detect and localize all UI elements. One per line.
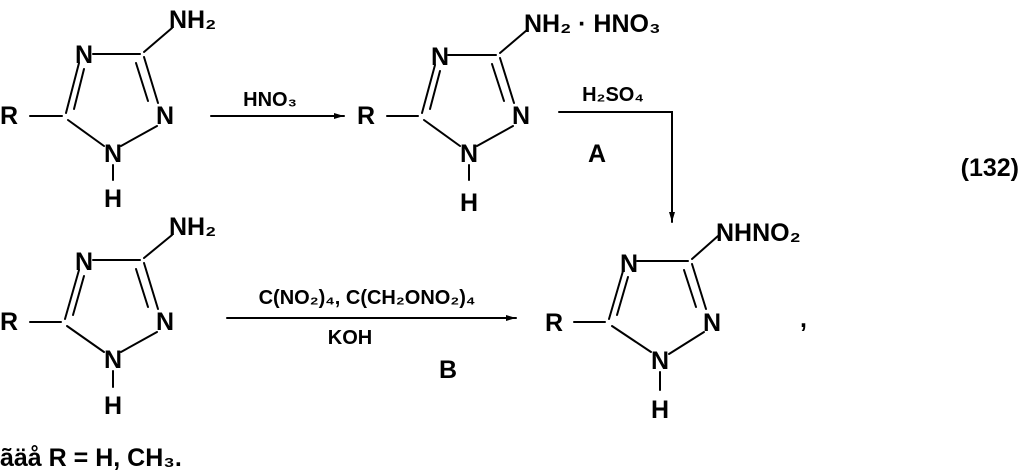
nitrogen-n2-label: N bbox=[703, 309, 721, 337]
bond-n1-c5 bbox=[423, 119, 461, 147]
bond-n2-n1 bbox=[476, 125, 514, 147]
r-group-label: R bbox=[545, 309, 563, 337]
footnote-r-definition: ãäå R = H, CH₃. bbox=[0, 444, 182, 472]
r-group-label: R bbox=[357, 102, 375, 130]
bond-c5-n4-double bbox=[72, 275, 85, 316]
bond-c3-n2-double bbox=[683, 269, 697, 308]
arrow-label-h2so4: H₂SO₄ bbox=[582, 84, 644, 106]
bond-c5-n4 bbox=[421, 64, 436, 114]
hydrogen-label: H bbox=[651, 396, 669, 424]
bond-c3-substituent bbox=[143, 234, 173, 259]
bond-c3-substituent bbox=[499, 29, 528, 54]
route-label-b: B bbox=[439, 356, 457, 384]
route-label-a: A bbox=[588, 140, 606, 168]
nitrogen-n4-label: N bbox=[431, 43, 449, 71]
hydrogen-label: H bbox=[460, 189, 478, 217]
molecule-aminotriazole-2: R N N N H NH₂ bbox=[0, 213, 216, 420]
hydrogen-label: H bbox=[104, 392, 122, 420]
bond-c3-n2-double bbox=[135, 62, 149, 102]
arrow-label-hno3: HNO₃ bbox=[243, 89, 297, 111]
molecule-aminotriazole-nitrate: R N N N H NH₂ · HNO₃ bbox=[357, 10, 661, 217]
nitrogen-n1-label: N bbox=[651, 347, 669, 375]
bond-c5-n4 bbox=[608, 270, 624, 320]
bond-c3-n2-double bbox=[491, 63, 505, 102]
bond-c3-substituent bbox=[691, 235, 719, 260]
arrow-label-reagents: C(NO₂)₄, C(CH₂ONO₂)₄ bbox=[259, 287, 476, 309]
bond-c5-n4 bbox=[64, 269, 80, 320]
nitrogen-n2-label: N bbox=[156, 308, 174, 336]
amino-group-label: NH₂ bbox=[169, 213, 216, 241]
amino-group-label: NH₂ bbox=[169, 6, 216, 34]
nitrogen-n2-label: N bbox=[512, 102, 530, 130]
hydrogen-label: H bbox=[104, 185, 122, 213]
bond-n2-n1 bbox=[120, 125, 158, 147]
nitrogen-n1-label: N bbox=[104, 346, 122, 374]
reaction-arrow-nitration: HNO₃ bbox=[210, 89, 345, 119]
equation-number: (132) bbox=[961, 154, 1019, 182]
r-group-label: R bbox=[0, 308, 18, 336]
bond-n2-n1 bbox=[668, 331, 705, 355]
bond-n1-c5 bbox=[611, 325, 652, 353]
nitrogen-n4-label: N bbox=[620, 250, 638, 278]
nitroamino-group-label: NHNO₂ bbox=[716, 219, 801, 247]
bond-c3-n2 bbox=[691, 263, 707, 310]
bond-n1-c5 bbox=[66, 325, 105, 353]
bond-c5-n4-double bbox=[429, 70, 441, 110]
molecule-nitroaminotriazole: R N N N H NHNO₂ bbox=[545, 219, 801, 424]
nitrogen-n2-label: N bbox=[156, 102, 174, 130]
nitrogen-n4-label: N bbox=[75, 41, 93, 69]
bond-c3-n2-double bbox=[135, 268, 149, 308]
nitrogen-n4-label: N bbox=[75, 248, 93, 276]
bond-c5-n4-double bbox=[73, 68, 85, 110]
r-group-label: R bbox=[0, 102, 18, 130]
reaction-arrow-route-b: C(NO₂)₄, C(CH₂ONO₂)₄ KOH B bbox=[226, 287, 517, 384]
nitrogen-n1-label: N bbox=[460, 140, 478, 168]
bond-c3-n2 bbox=[143, 262, 159, 310]
bond-c5-n4-double bbox=[616, 276, 629, 316]
bond-c3-substituent bbox=[143, 27, 173, 53]
nitrogen-n1-label: N bbox=[104, 140, 122, 168]
reaction-arrow-route-a: H₂SO₄ A bbox=[558, 84, 675, 223]
bond-c5-n4 bbox=[65, 62, 80, 114]
molecule-aminotriazole-1: R N N N H NH₂ bbox=[0, 6, 216, 213]
bond-n1-c5 bbox=[67, 119, 105, 147]
arrow-line bbox=[558, 111, 675, 223]
amino-nitrate-group-label: NH₂ · HNO₃ bbox=[524, 10, 661, 38]
trailing-comma: , bbox=[800, 305, 807, 333]
bond-n2-n1 bbox=[120, 331, 158, 353]
arrow-label-koh: KOH bbox=[328, 327, 372, 349]
bond-c3-n2 bbox=[143, 56, 159, 104]
bond-c3-n2 bbox=[499, 57, 515, 104]
